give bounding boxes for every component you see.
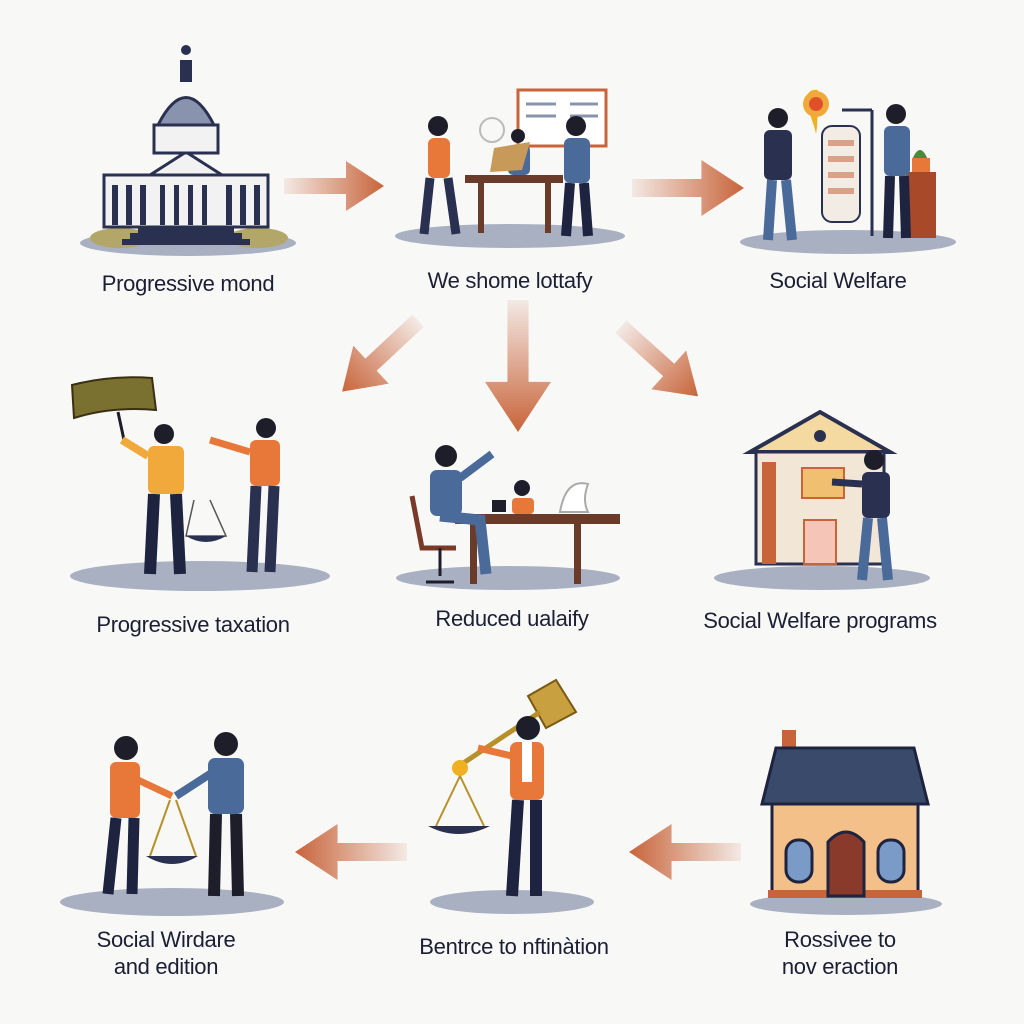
label-line-1: Rossivee to xyxy=(784,927,896,952)
house-icon xyxy=(750,730,942,915)
label-line-2: nov eraction xyxy=(781,954,899,979)
node-label-we-shome-lottafy: We shome lottafy xyxy=(427,268,593,293)
woman-with-scale-icon xyxy=(428,678,594,914)
node-label-social-welfare-programs: Social Welfare programs xyxy=(703,608,937,633)
node-label-progressive-mond: Progressive mond xyxy=(101,271,275,296)
welfare-office-building-icon xyxy=(714,409,930,590)
people-with-money-flag-icon xyxy=(70,376,330,591)
arrow-right-2 xyxy=(632,160,744,216)
label-line-2: and edition xyxy=(113,954,219,979)
arrow-down-right xyxy=(603,307,715,415)
node-label-reduced-ualaify: Reduced ualaify xyxy=(435,606,589,631)
label-line-1: Social Wirdare xyxy=(96,927,236,952)
arrow-down-left xyxy=(324,302,436,411)
node-label-progressive-taxation: Progressive taxation xyxy=(96,612,290,637)
welfare-board-icon xyxy=(740,89,956,254)
meeting-people-icon xyxy=(395,88,625,248)
arrow-left-2 xyxy=(629,824,741,880)
node-label-bentrce: Bentrce to nftinàtion xyxy=(419,934,609,959)
node-label-social-welfare: Social Welfare xyxy=(769,268,907,293)
arrow-left-1 xyxy=(295,824,407,880)
arrow-right-1 xyxy=(284,161,384,211)
handshake-scale-icon xyxy=(60,732,284,916)
desk-office-icon xyxy=(396,445,620,590)
capitol-building-icon xyxy=(80,45,296,256)
arrow-down xyxy=(485,300,551,432)
